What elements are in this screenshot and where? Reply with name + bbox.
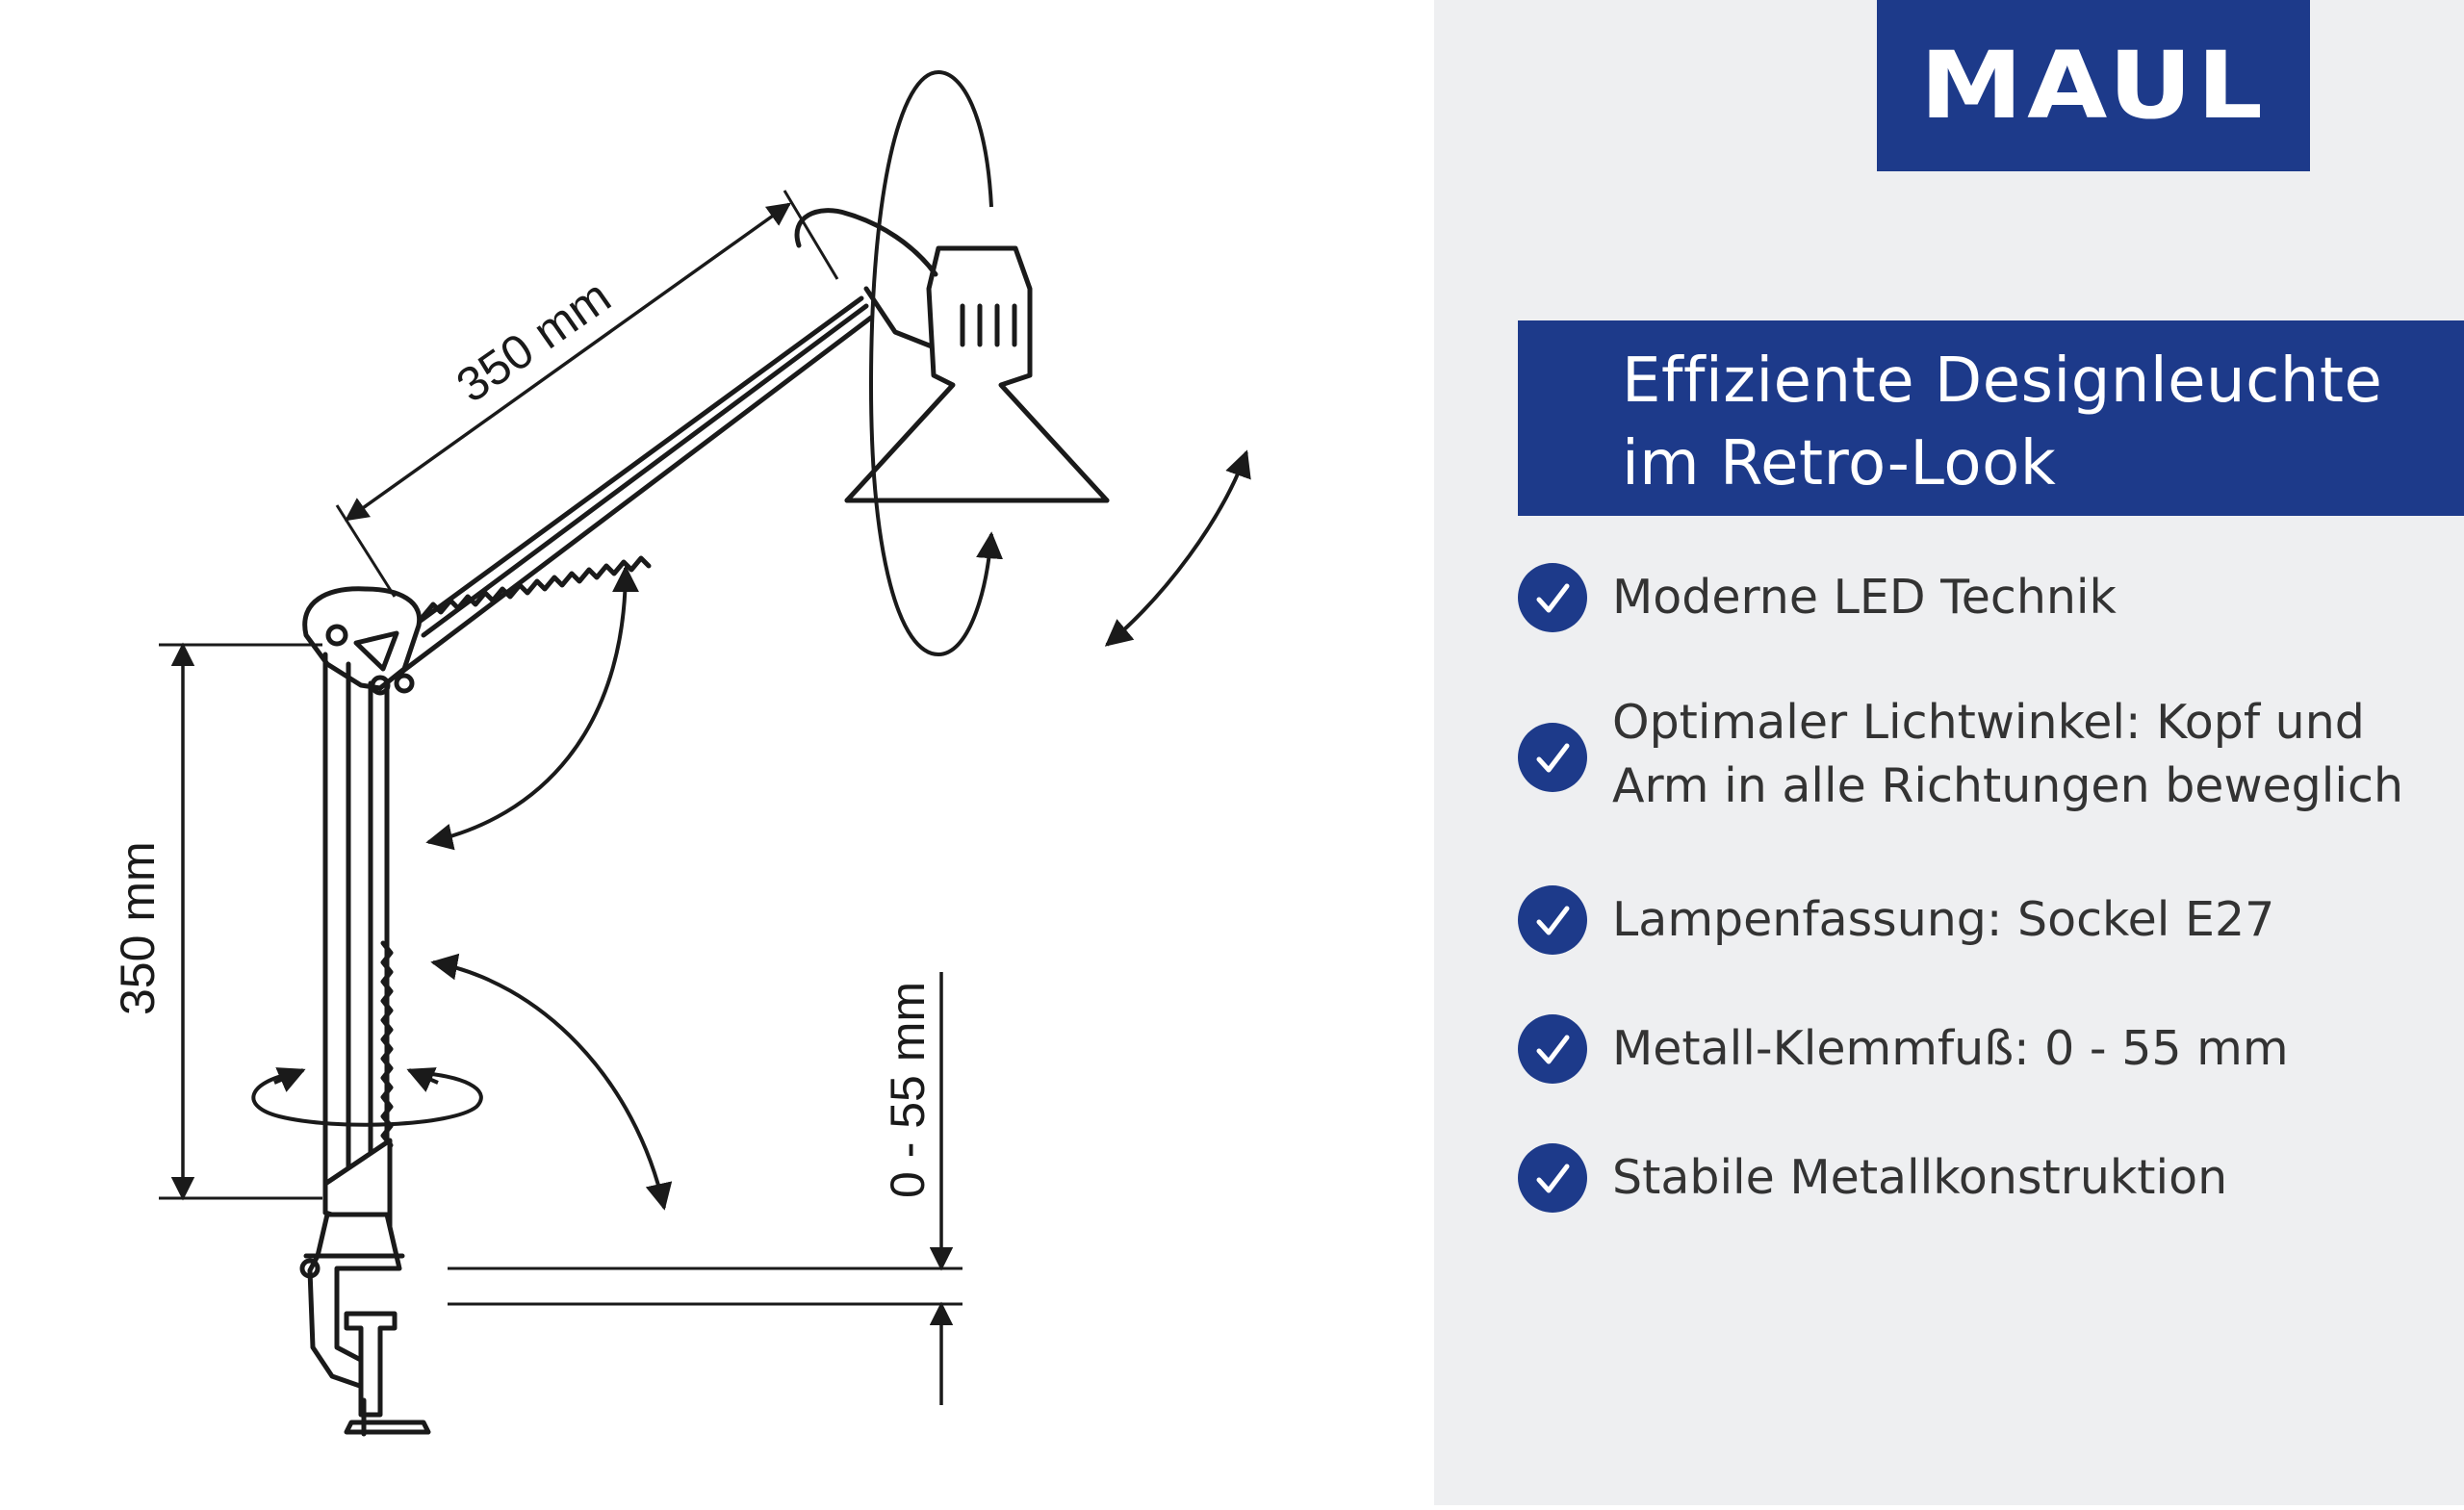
headline-line-1: Effiziente Designleuchte <box>1622 346 2383 417</box>
checkmark-icon <box>1518 723 1587 792</box>
feature-text: Stabile Metallkonstruktion <box>1612 1150 2228 1205</box>
feature-text: Lampenfassung: Sockel E27 <box>1612 892 2275 947</box>
lower-arm-dimension-label: 350 mm <box>111 841 165 1015</box>
headline-banner: Effiziente Designleuchte im Retro-Look <box>1518 320 2464 516</box>
brand-logo-text: MAUL <box>1919 32 2268 140</box>
upper-arm-dimension-label: 350 mm <box>447 269 620 413</box>
checkmark-icon <box>1518 1143 1587 1213</box>
clamp-range-dimension-label: 0 - 55 mm <box>881 982 935 1198</box>
lamp-outline <box>299 208 1110 1437</box>
checkmark-icon <box>1518 885 1587 955</box>
brand-logo: MAUL <box>1877 0 2310 171</box>
feature-text: Metall-Klemmfuß: 0 - 55 mm <box>1612 1021 2289 1076</box>
lamp-diagram: 350 mm 350 mm 0 - 55 mm <box>111 69 1251 1437</box>
checkmark-icon <box>1518 1014 1587 1084</box>
feature-text: Optimaler Lichtwinkel: Kopf und Arm in a… <box>1612 695 2403 813</box>
rotation-arrows <box>251 69 1251 1211</box>
info-panel <box>1434 0 2464 1505</box>
dimension-lines <box>159 190 962 1405</box>
feature-text: Moderne LED Technik <box>1612 570 2117 625</box>
headline-line-2: im Retro-Look <box>1622 428 2057 499</box>
checkmark-icon <box>1518 563 1587 632</box>
